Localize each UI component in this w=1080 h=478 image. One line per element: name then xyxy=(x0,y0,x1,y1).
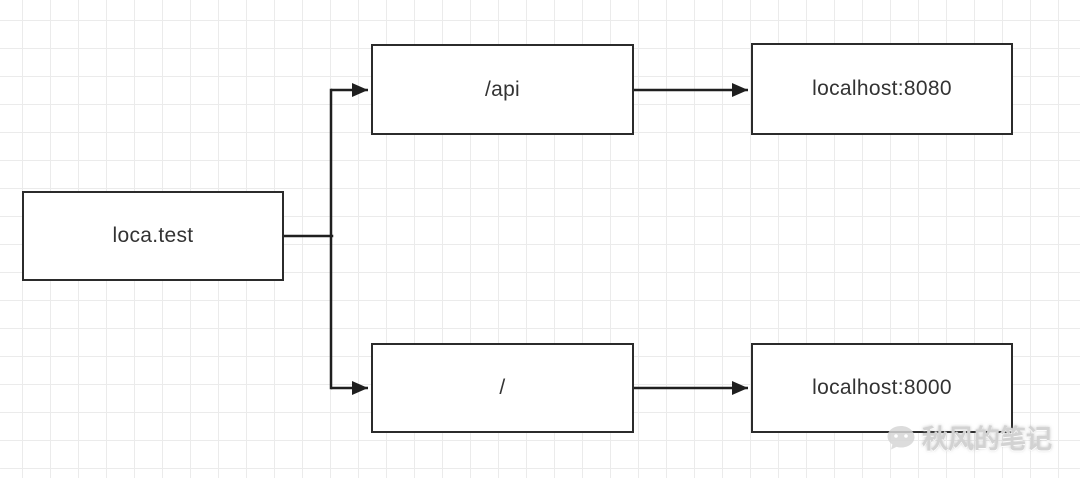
node-upstream-8080: localhost:8080 xyxy=(751,43,1013,135)
node-route-api: /api xyxy=(371,44,634,135)
watermark-text: 秋风的笔记 xyxy=(921,424,1052,454)
wechat-official-account-icon xyxy=(886,424,916,452)
node-upstream-8080-label: localhost:8080 xyxy=(812,77,952,100)
watermark: 秋风的笔记 xyxy=(886,419,1052,456)
node-host-label: loca.test xyxy=(112,224,194,247)
node-upstream-8000-label: localhost:8000 xyxy=(812,376,952,399)
node-route-api-label: /api xyxy=(484,77,521,101)
node-host: loca.test xyxy=(22,191,284,281)
node-route-root-label: / xyxy=(499,376,506,399)
node-upstream-8000: localhost:8000 xyxy=(751,343,1013,433)
node-route-root: / xyxy=(371,343,634,433)
